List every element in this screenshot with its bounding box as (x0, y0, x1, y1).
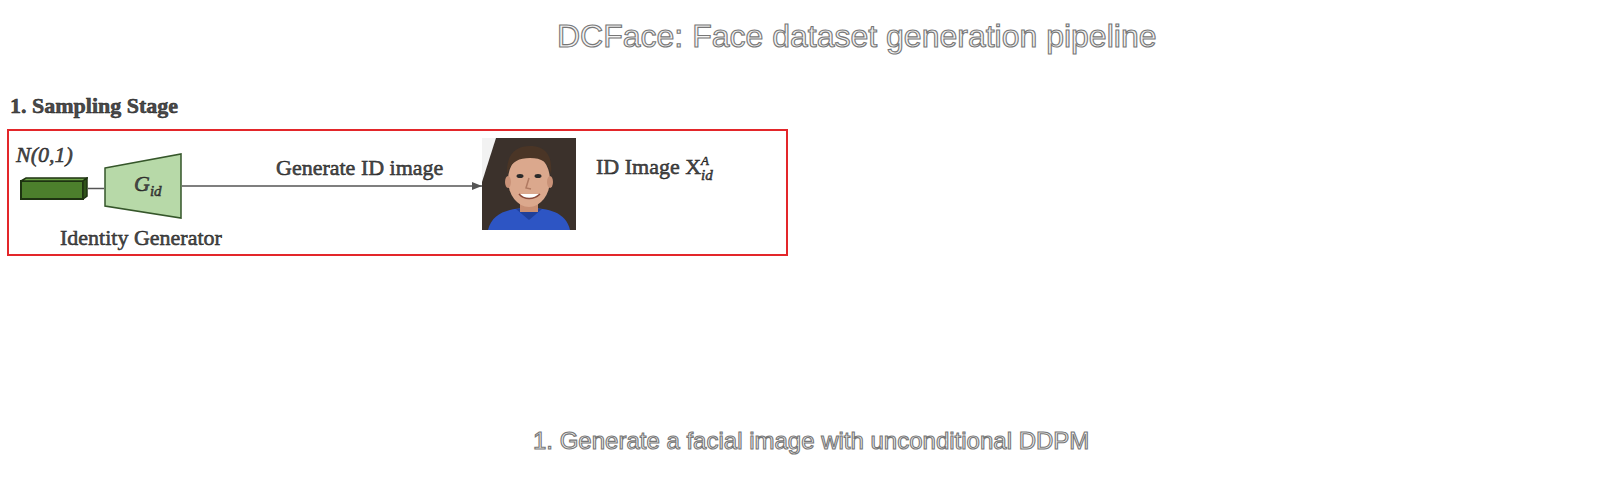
image-label-subscript: id (701, 167, 713, 183)
photo-background (482, 138, 576, 230)
image-label: ID Image XAid (596, 154, 721, 183)
generator-caption: Identity Generator (60, 225, 222, 251)
nose (526, 178, 531, 189)
generator-trapezoid: GidIdentity Generator (104, 153, 182, 219)
diagram-caption: 1. Generate a facial image with uncondit… (533, 427, 1089, 455)
ear-left (505, 176, 511, 188)
photo-corner (482, 138, 496, 182)
latent-label: N(0,1) (16, 142, 73, 168)
connector-arrow (182, 185, 482, 187)
edge-label: Generate ID image (274, 155, 445, 181)
image-label-main: ID Image X (596, 154, 701, 179)
latent-vector: N(0,1) (20, 177, 88, 200)
connector-arrow (88, 188, 104, 190)
stage-heading: 1. Sampling Stage (10, 93, 178, 119)
image-label-superscript: A (701, 153, 709, 168)
eye-left (517, 174, 524, 178)
latent-bar-top (21, 178, 87, 181)
hair (507, 146, 551, 174)
latent-bar-body (21, 181, 83, 199)
face-photo (482, 138, 576, 230)
id-image: ID Image XAid (482, 138, 576, 230)
latent-bar-shape (20, 177, 88, 200)
eye-right (535, 174, 542, 178)
smile (519, 194, 540, 199)
generator-symbol: Gid (134, 171, 162, 199)
stage-frame: N(0,1)GidIdentity GeneratorID Image XAid… (7, 129, 788, 256)
diagram-title: DCFace: Face dataset generation pipeline (557, 17, 1156, 55)
generator-subscript: id (150, 183, 162, 199)
latent-bar-side (83, 178, 87, 199)
generator-letter: G (134, 171, 150, 196)
ear-right (547, 176, 553, 188)
generator-outline (105, 154, 181, 218)
